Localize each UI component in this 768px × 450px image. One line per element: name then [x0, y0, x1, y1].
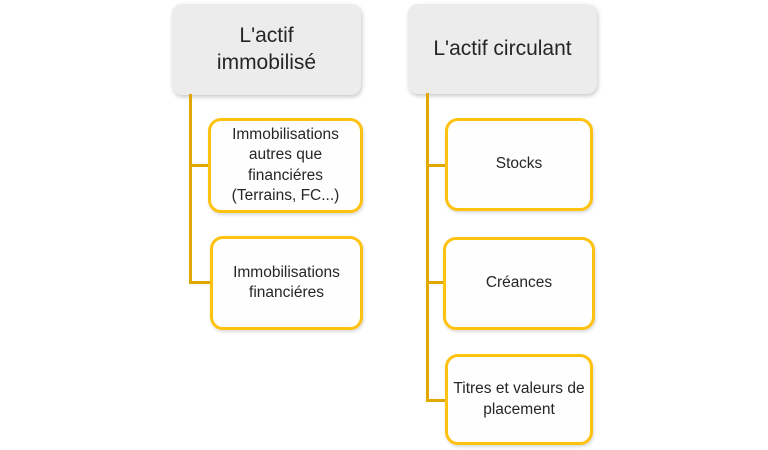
- child-node-creances: Créances: [443, 237, 595, 330]
- child-node-label: Titres et valeurs de placement: [453, 380, 585, 418]
- connector-elbow-stub: [192, 164, 208, 167]
- connector-elbow-stub: [429, 164, 445, 167]
- connector-elbow-stub: [429, 399, 445, 402]
- parent-node-actif-circulant: L'actif circulant: [408, 4, 597, 94]
- child-node-label: Immobilisations financiéres: [233, 263, 340, 301]
- parent-node-label: L'actif circulant: [433, 36, 572, 60]
- child-node-stocks: Stocks: [445, 118, 593, 211]
- parent-node-label: L'actif immobilisé: [216, 24, 317, 74]
- parent-node-actif-immobilise: L'actif immobilisé: [172, 4, 361, 95]
- child-node-label: Stocks: [495, 155, 543, 173]
- child-node-label: Immobilisations autres que financiéres (…: [231, 126, 340, 204]
- connector-elbow-stub: [192, 281, 210, 284]
- connector-elbow-stub: [429, 281, 443, 284]
- child-node-label: Créances: [485, 274, 553, 292]
- child-node-immobilisations-financieres: Immobilisations financiéres: [210, 236, 363, 330]
- child-node-immobilisations-autres: Immobilisations autres que financiéres (…: [208, 118, 363, 213]
- connector-vertical-line: [189, 94, 192, 284]
- child-node-titres-valeurs-placement: Titres et valeurs de placement: [445, 354, 593, 445]
- connector-vertical-line: [426, 93, 429, 402]
